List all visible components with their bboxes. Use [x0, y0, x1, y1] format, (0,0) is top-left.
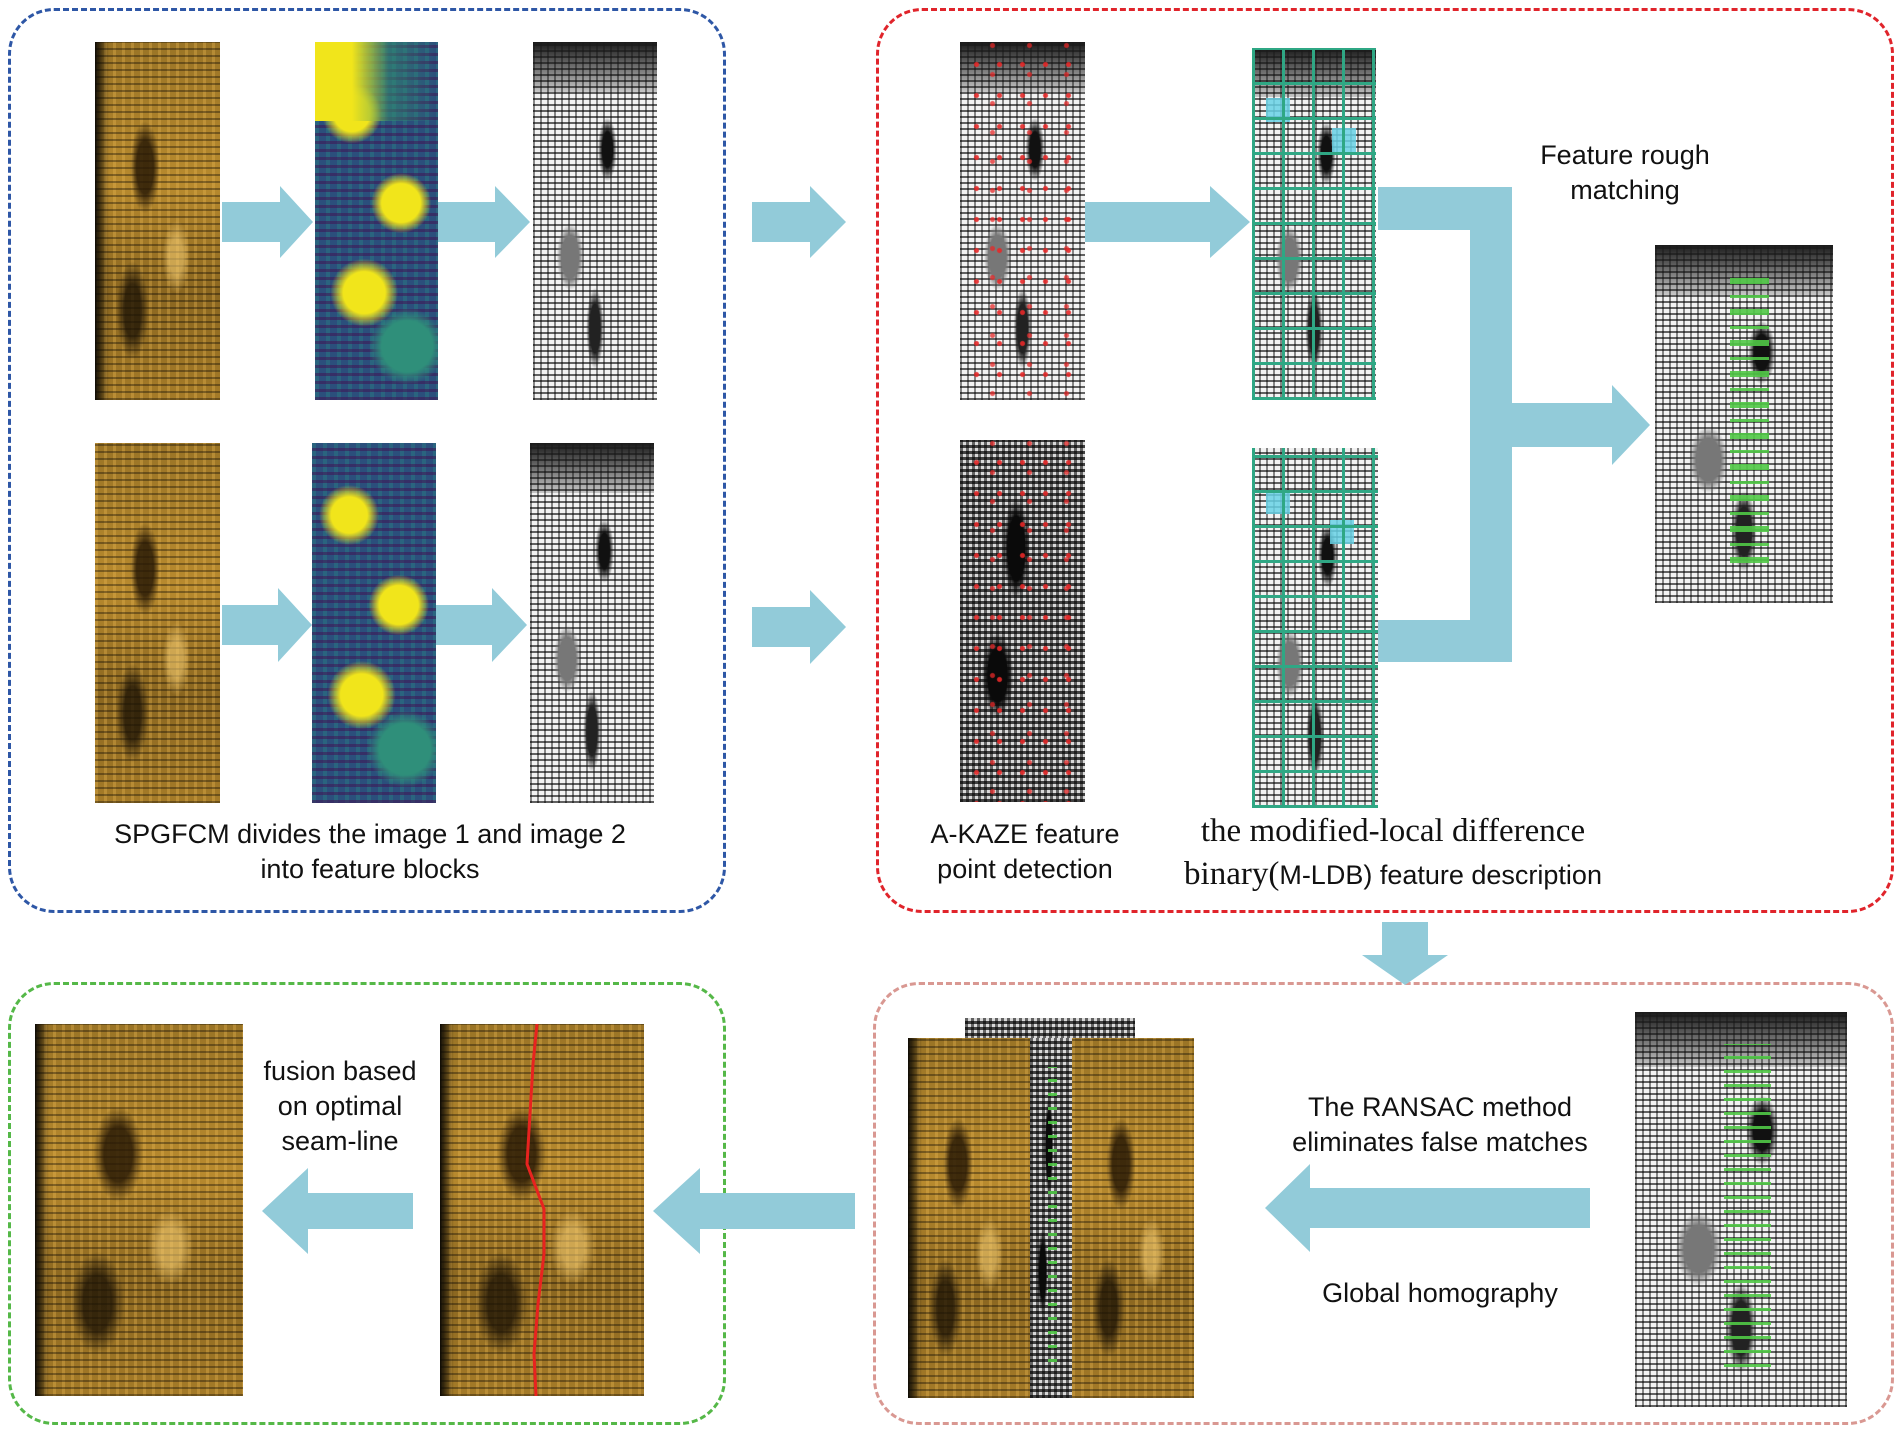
- mldb-caption-line: the modified-local difference: [1200, 813, 1586, 849]
- akaze-image-2: [960, 440, 1085, 802]
- ransac-result-image: [1635, 1012, 1847, 1407]
- akaze-caption-line: point detection: [937, 854, 1113, 885]
- fusion-caption-line: on optimal: [277, 1091, 403, 1122]
- spgfcm-caption-line: SPGFCM divides the image 1 and image 2: [114, 819, 626, 849]
- binary-image-2: [530, 443, 654, 803]
- arrow-right-icon: [752, 186, 846, 258]
- ransac-caption: The RANSAC method eliminates false match…: [1250, 1090, 1630, 1160]
- mldb-caption-serif-part: binary(: [1184, 855, 1280, 892]
- stitched-right-image: [1072, 1038, 1194, 1398]
- mldb-caption: the modified-local difference binary(M-L…: [1143, 810, 1643, 896]
- arrow-down-icon: [1362, 922, 1448, 985]
- arrow-right-icon: [222, 588, 312, 662]
- akaze-caption-line: A-KAZE feature: [930, 819, 1120, 849]
- ransac-caption-line: eliminates false matches: [1292, 1127, 1588, 1158]
- feature-panel: [876, 8, 1894, 913]
- arrow-left-icon: [1265, 1164, 1590, 1252]
- rough-matching-line: matching: [1570, 175, 1680, 206]
- fusion-caption-line: seam-line: [281, 1126, 399, 1157]
- akaze-image-1: [960, 42, 1085, 400]
- spgfcm-caption-line: into feature blocks: [260, 854, 480, 885]
- arrow-right-icon: [1512, 385, 1650, 465]
- sonar-image-1: [95, 42, 220, 400]
- arrow-right-icon: [1085, 186, 1250, 258]
- arrow-right-icon: [752, 590, 846, 664]
- cluster-image-2: [312, 443, 436, 803]
- grid-image-2: [1252, 448, 1378, 808]
- homography-caption: Global homography: [1270, 1276, 1610, 1311]
- rough-matching-caption: Feature rough matching: [1510, 138, 1740, 208]
- overlap-matches-image: [1030, 1038, 1072, 1398]
- seam-line: [525, 1024, 546, 1396]
- sonar-image-2: [95, 443, 220, 803]
- arrow-left-icon: [262, 1168, 413, 1254]
- homography-caption-line: Global homography: [1322, 1278, 1558, 1308]
- fusion-caption: fusion based on optimal seam-line: [245, 1054, 435, 1159]
- cluster-image-1: [315, 42, 438, 400]
- fused-result-image: [35, 1024, 243, 1396]
- preprocess-panel: [8, 8, 726, 913]
- rough-matching-line: Feature rough: [1540, 140, 1710, 170]
- arrow-right-icon: [438, 186, 530, 258]
- ransac-panel: [873, 982, 1894, 1425]
- arrow-right-icon: [222, 186, 313, 258]
- arrow-left-icon: [653, 1168, 855, 1254]
- binary-image-1: [533, 42, 657, 400]
- mldb-caption-sans-part: M-LDB) feature description: [1279, 859, 1602, 890]
- grid-image-1: [1252, 48, 1376, 400]
- seamline-image: [440, 1024, 644, 1396]
- ransac-caption-line: The RANSAC method: [1307, 1092, 1573, 1122]
- stitched-left-image: [908, 1038, 1033, 1398]
- arrow-right-icon: [436, 588, 527, 662]
- merge-connector: [1378, 187, 1512, 662]
- spgfcm-caption: SPGFCM divides the image 1 and image 2 i…: [40, 817, 700, 887]
- mldb-caption-line: binary(M-LDB) feature description: [1143, 853, 1643, 896]
- fusion-caption-line: fusion based: [263, 1056, 417, 1086]
- akaze-caption: A-KAZE feature point detection: [910, 817, 1140, 887]
- rough-match-image: [1655, 245, 1833, 603]
